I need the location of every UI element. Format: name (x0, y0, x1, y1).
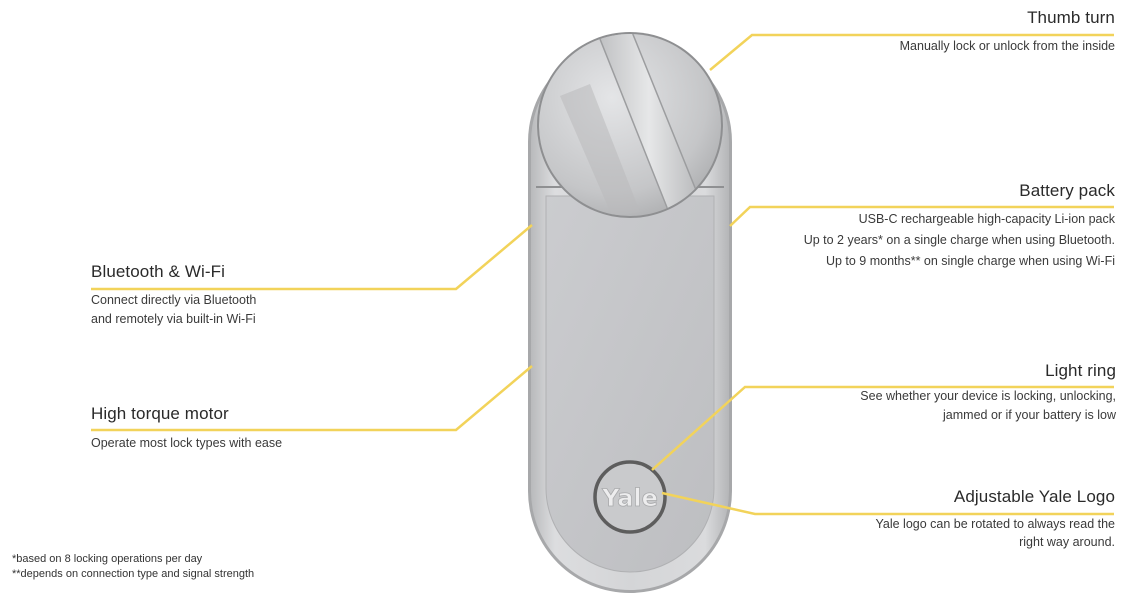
leader-lines (91, 33, 1114, 516)
callout-battery-pack: Battery pack USB-C rechargeable high-cap… (804, 181, 1115, 272)
callout-desc: See whether your device is locking, unlo… (860, 389, 1116, 422)
yale-logo-button: Yale (593, 460, 667, 534)
footnote-2: **depends on connection type and signal … (12, 568, 255, 580)
battery-panel (545, 195, 715, 573)
smart-lock-device: Yale (528, 32, 732, 593)
yale-logo-text: Yale (601, 484, 658, 512)
callout-title: Light ring (1045, 361, 1116, 380)
callout-desc: Manually lock or unlock from the inside (899, 39, 1115, 53)
leader-bluetooth-wifi (91, 224, 533, 291)
leader-battery-pack (729, 205, 1114, 227)
callout-title: Bluetooth & Wi-Fi (91, 262, 225, 281)
thumb-turn-knob (537, 32, 723, 218)
callout-desc: USB-C rechargeable high-capacity Li-ion … (803, 212, 1115, 268)
callout-bluetooth-wifi: Bluetooth & Wi-Fi Connect directly via B… (91, 262, 256, 329)
footnotes: *based on 8 locking operations per day *… (12, 552, 254, 582)
callout-title: Thumb turn (1027, 8, 1115, 27)
light-ring (593, 460, 667, 534)
callout-yale-logo: Adjustable Yale Logo Yale logo can be ro… (875, 487, 1115, 551)
leader-yale-logo (661, 491, 1114, 516)
callout-title: High torque motor (91, 404, 229, 423)
callout-title: Adjustable Yale Logo (953, 487, 1115, 506)
callout-title: Battery pack (1019, 181, 1115, 200)
footnote-1: *based on 8 locking operations per day (12, 553, 203, 565)
leader-light-ring (651, 385, 1114, 471)
callout-thumb-turn: Thumb turn Manually lock or unlock from … (900, 8, 1115, 56)
leader-thumb-turn (709, 33, 1114, 71)
leader-motor (91, 365, 533, 432)
callout-desc: Yale logo can be rotated to always read … (875, 517, 1115, 549)
callout-desc: Connect directly via Bluetooth and remot… (91, 293, 257, 326)
callout-light-ring: Light ring See whether your device is lo… (860, 361, 1116, 425)
callout-desc: Operate most lock types with ease (91, 436, 283, 450)
callout-motor: High torque motor Operate most lock type… (91, 404, 282, 453)
